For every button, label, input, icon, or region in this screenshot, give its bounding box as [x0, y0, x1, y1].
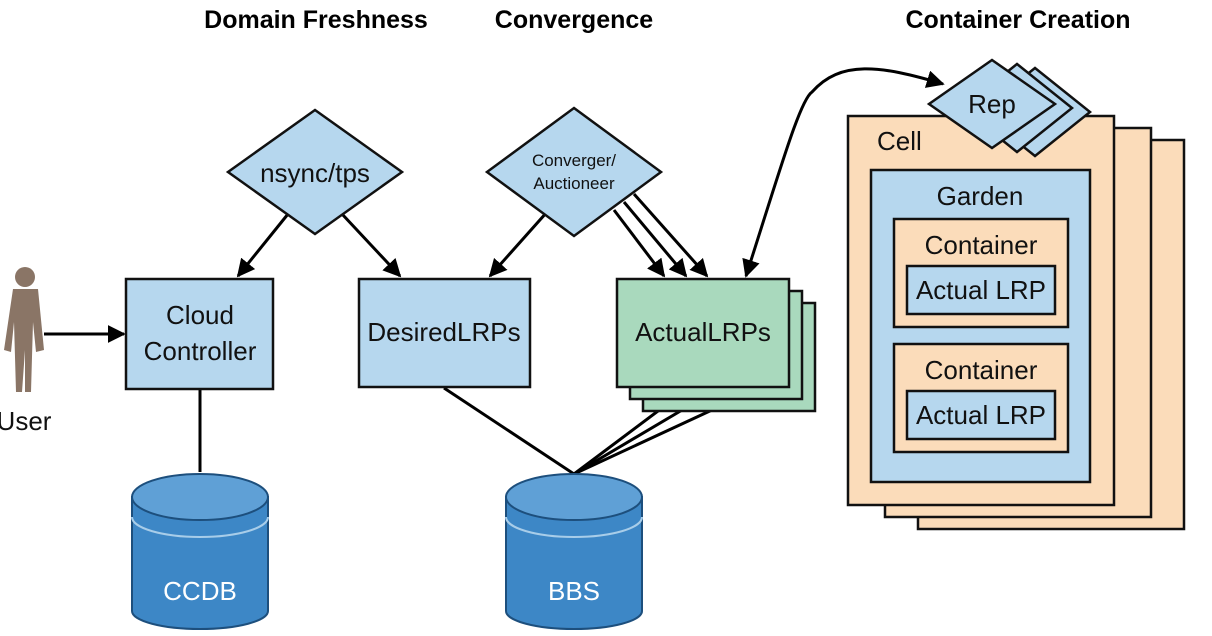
- actual-lrp-box-2: [905, 389, 1057, 441]
- cloud-controller-label-line2: Controller: [144, 336, 257, 366]
- nsync-to-desiredlrps-arrow: [340, 212, 402, 278]
- nsync-to-cloud-controller-arrow: [236, 213, 290, 278]
- actuallrps-to-bbs-line-3: [573, 408, 713, 476]
- rep-stack: [926, 58, 1093, 158]
- converger-to-desiredlrps-arrow: [488, 211, 549, 278]
- auctioneer-label: Auctioneer: [533, 174, 615, 193]
- container-label-2: Container: [925, 355, 1038, 385]
- converger-to-actuallrps-arrow-2: [622, 201, 688, 278]
- bbs-label: BBS: [548, 576, 600, 606]
- converger-to-actuallrps-arrow-1: [612, 209, 666, 278]
- actuallrps-to-bbs-line-2: [573, 398, 700, 476]
- cloud-controller-label-line1: Cloud: [166, 300, 234, 330]
- title-domain-freshness: Domain Freshness: [204, 6, 428, 34]
- actuallrps-label: ActualLRPs: [635, 317, 771, 347]
- actual-lrp-label-2: Actual LRP: [916, 400, 1046, 430]
- user-icon: [4, 267, 44, 392]
- actuallrps-stack: [615, 277, 817, 413]
- cloud-controller-box: [124, 277, 275, 391]
- desiredlrps-box: [357, 277, 532, 389]
- ccdb-label: CCDB: [163, 576, 237, 606]
- actual-lrp-box-1: [905, 264, 1057, 316]
- desiredlrps-to-bbs-line: [443, 386, 575, 476]
- rep-label: Rep: [968, 89, 1016, 119]
- garden-label: Garden: [937, 181, 1024, 211]
- rep-actuallrps-curved-arrow: [742, 67, 945, 278]
- user-label: User: [0, 406, 52, 436]
- rep-diamond-front: [926, 58, 1058, 150]
- converger-label: Converger/: [532, 151, 616, 170]
- desiredlrps-label: DesiredLRPs: [367, 317, 520, 347]
- actual-lrp-label-1: Actual LRP: [916, 275, 1046, 305]
- converger-auctioneer-diamond: [484, 106, 664, 238]
- cell-label: Cell: [877, 126, 922, 156]
- nsync-label: nsync/tps: [260, 158, 370, 188]
- title-container-creation: Container Creation: [905, 6, 1130, 34]
- bbs-database: [505, 473, 643, 630]
- container-label-1: Container: [925, 230, 1038, 260]
- title-convergence: Convergence: [495, 6, 653, 34]
- nsync-diamond: [225, 108, 405, 236]
- connectors: [44, 67, 945, 476]
- actuallrps-box-front: [615, 277, 791, 389]
- converger-to-actuallrps-arrow-3: [632, 193, 709, 278]
- ccdb-database: [131, 473, 269, 630]
